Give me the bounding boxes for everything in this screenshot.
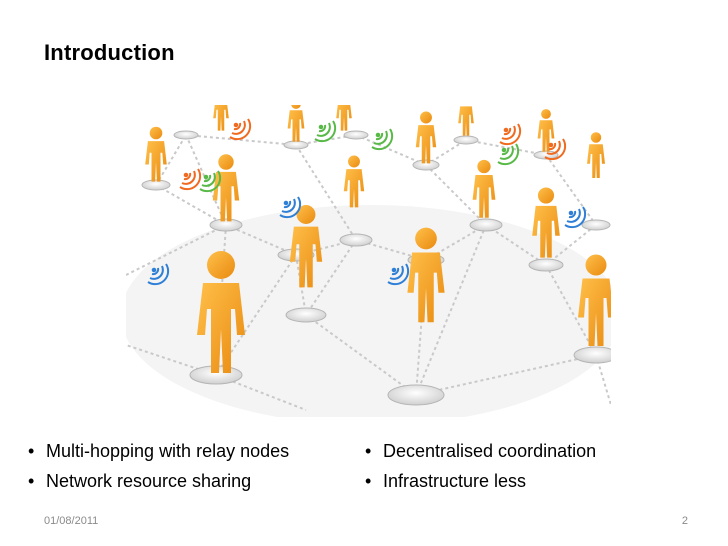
bullet-item: • Multi-hopping with relay nodes bbox=[28, 436, 289, 466]
bullet-text: Multi-hopping with relay nodes bbox=[46, 441, 290, 461]
bullet-glyph: • bbox=[28, 441, 35, 461]
bullet-glyph: • bbox=[365, 471, 372, 491]
network-illustration bbox=[126, 105, 611, 417]
footer-date: 01/08/2011 bbox=[44, 515, 99, 527]
bullet-item: • Infrastructure less bbox=[365, 466, 596, 496]
slide-title: Introduction bbox=[44, 40, 175, 65]
bullet-text: Infrastructure less bbox=[383, 471, 527, 491]
bullet-item: • Decentralised coordination bbox=[365, 436, 596, 466]
bullet-list-right: • Decentralised coordination • Infrastruct… bbox=[365, 436, 596, 496]
bullet-list-left: • Multi-hopping with relay nodes • Network… bbox=[28, 436, 289, 496]
network-illustration-svg bbox=[126, 105, 611, 417]
bullet-text: Network resource sharing bbox=[46, 471, 252, 491]
bullet-glyph: • bbox=[365, 441, 372, 461]
bullet-text: Decentralised coordination bbox=[383, 441, 597, 461]
bullet-item: • Network resource sharing bbox=[28, 466, 289, 496]
bullet-glyph: • bbox=[28, 471, 35, 491]
page-number: 2 bbox=[681, 515, 688, 527]
